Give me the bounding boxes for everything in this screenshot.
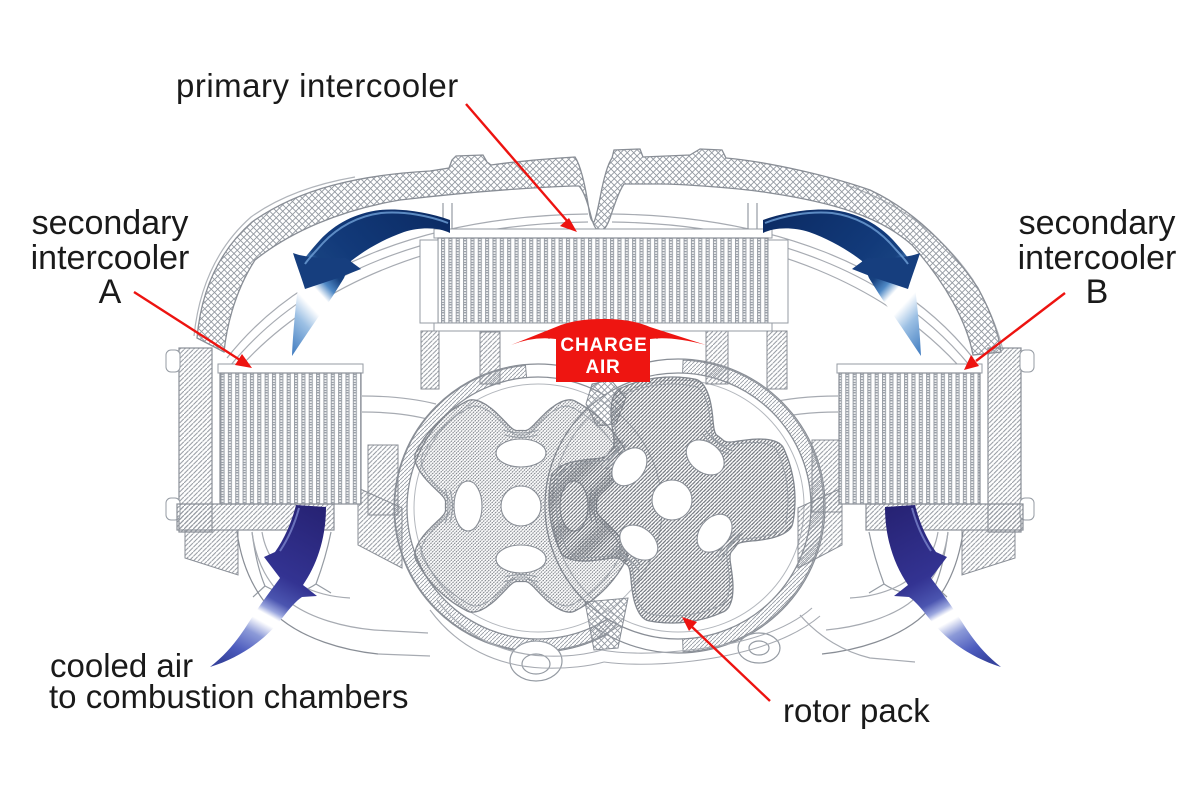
svg-text:AIR: AIR <box>585 357 620 378</box>
svg-text:intercooler: intercooler <box>31 239 190 277</box>
svg-text:secondary: secondary <box>32 204 189 242</box>
svg-text:secondary: secondary <box>1019 204 1176 242</box>
svg-text:CHARGE: CHARGE <box>560 335 647 356</box>
svg-text:rotor pack: rotor pack <box>783 692 930 729</box>
svg-text:primary intercooler: primary intercooler <box>176 67 459 104</box>
svg-text:to combustion chambers: to combustion chambers <box>49 678 409 715</box>
svg-text:intercooler: intercooler <box>1018 239 1177 277</box>
svg-text:A: A <box>99 273 122 311</box>
svg-text:cooled air: cooled air <box>50 647 193 684</box>
svg-text:B: B <box>1086 273 1109 311</box>
